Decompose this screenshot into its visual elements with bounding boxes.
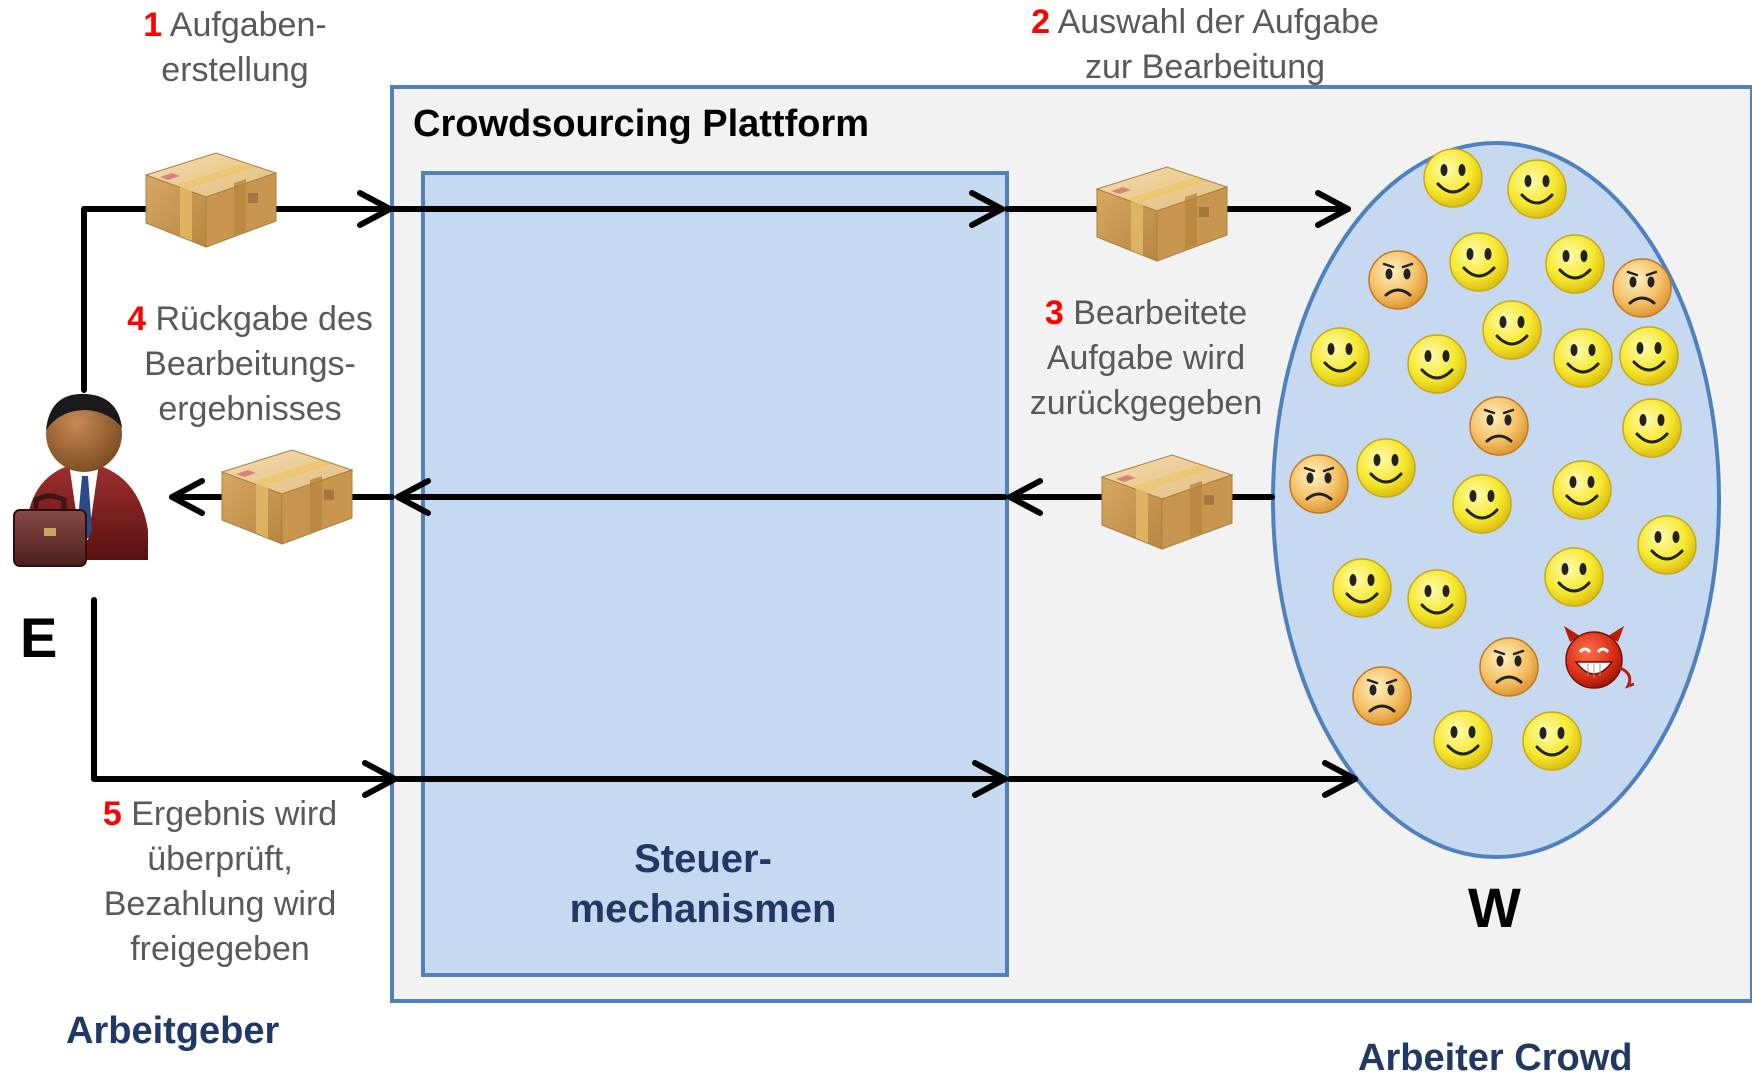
smiley-happy-icon (1618, 325, 1680, 387)
step-2-label: 2 Auswahl der Aufgabe zur Bearbeitung (1000, 0, 1410, 90)
smiley-happy-icon (1636, 514, 1698, 576)
step-1-line-1: 1 Aufgaben- (130, 3, 340, 48)
control-line-1: Steuer- (634, 837, 772, 881)
step-5-line-1: 5 Ergebnis wird (80, 792, 360, 837)
smiley-happy-icon (1309, 326, 1371, 388)
step-2-line-2: zur Bearbeitung (1084, 48, 1326, 86)
step-3-line-1: 3 Bearbeitete (1015, 291, 1277, 336)
smiley-happy-icon (1621, 397, 1683, 459)
package-icon (145, 152, 277, 248)
smiley-happy-icon (1406, 568, 1468, 630)
smiley-happy-icon (1481, 299, 1543, 361)
smiley-sad-icon (1288, 453, 1350, 515)
step-4-label: 4 Rückgabe des Bearbeitungs- ergebnisses (110, 297, 390, 432)
step-2-line-1: 2 Auswahl der Aufgabe (1000, 0, 1410, 45)
step-4-text-1: Rückgabe des (155, 300, 373, 338)
smiley-happy-icon (1451, 473, 1513, 535)
step-1-line-2: erstellung (161, 51, 309, 89)
smiley-sad-icon (1478, 636, 1540, 698)
smiley-sad-icon (1611, 257, 1673, 319)
step-3-line-3: zurückgegeben (1029, 384, 1263, 422)
step-2-text-1: Auswahl der Aufgabe (1057, 3, 1379, 41)
businessman-icon (13, 393, 148, 567)
smiley-happy-icon (1355, 437, 1417, 499)
smiley-happy-icon (1521, 710, 1583, 772)
crowd-label: Arbeiter Crowd (1358, 1037, 1633, 1079)
step-5-line-3: Bezahlung wird (103, 885, 337, 923)
step-3-text-1: Bearbeitete (1073, 294, 1248, 332)
smiley-happy-icon (1552, 327, 1614, 389)
arrow-verification-payment (91, 597, 1358, 798)
step-5-label: 5 Ergebnis wird überprüft, Bezahlung wir… (80, 792, 360, 972)
step-2-number: 2 (1031, 3, 1050, 41)
smiley-happy-icon (1406, 333, 1468, 395)
employer-label: Arbeitgeber (66, 1010, 280, 1052)
crowd-letter: W (1468, 876, 1521, 939)
step-3-label: 3 Bearbeitete Aufgabe wird zurückgegeben (1015, 291, 1277, 426)
step-3-number: 3 (1044, 294, 1064, 332)
step-5-line-4: freigegeben (130, 930, 310, 968)
step-1-number: 1 (143, 6, 163, 44)
employer-letter: E (20, 606, 58, 669)
step-3-line-2: Aufgabe wird (1046, 339, 1246, 377)
smiley-happy-icon (1551, 459, 1613, 521)
step-5-text-1: Ergebnis wird (131, 795, 338, 833)
platform-title: Crowdsourcing Plattform (413, 103, 870, 145)
smiley-sad-icon (1367, 249, 1429, 311)
smiley-happy-icon (1422, 147, 1484, 209)
package-icon (221, 449, 353, 545)
control-mechanisms-box (421, 171, 1009, 977)
step-1-text-1: Aufgaben- (169, 6, 327, 44)
step-1-label: 1 Aufgaben- erstellung (130, 3, 340, 93)
smiley-happy-icon (1506, 158, 1568, 220)
smiley-happy-icon (1448, 231, 1510, 293)
smiley-happy-icon (1543, 546, 1605, 608)
step-5-line-2: überprüft, (147, 840, 293, 878)
smiley-happy-icon (1331, 557, 1393, 619)
control-mechanisms-label: Steuer- mechanismen (553, 834, 853, 934)
smiley-sad-icon (1351, 665, 1413, 727)
smiley-happy-icon (1432, 709, 1494, 771)
step-4-line-2: Bearbeitungs- (144, 345, 356, 383)
step-4-line-3: ergebnisses (158, 390, 342, 428)
smiley-happy-icon (1544, 233, 1606, 295)
step-5-number: 5 (102, 795, 122, 833)
step-4-number: 4 (127, 300, 147, 338)
step-4-line-1: 4 Rückgabe des (110, 297, 390, 342)
smiley-sad-icon (1468, 395, 1530, 457)
control-line-2: mechanismen (569, 887, 837, 931)
